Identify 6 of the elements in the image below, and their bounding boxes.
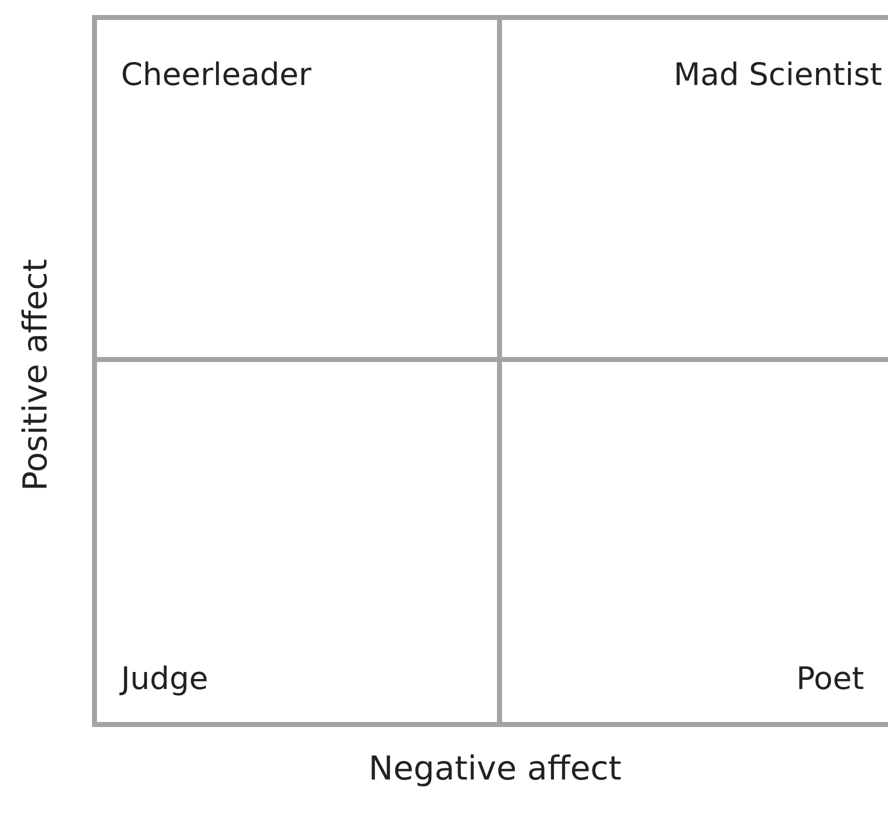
- quadrant-label: Mad Scientist: [674, 58, 882, 92]
- axis-label: Negative affect: [368, 748, 622, 788]
- quadrant-label: Cheerleader: [121, 58, 312, 92]
- axis-label: Positive affect: [16, 258, 54, 492]
- quadrant-label: Judge: [121, 662, 208, 696]
- quadrant-label: Poet: [796, 662, 864, 696]
